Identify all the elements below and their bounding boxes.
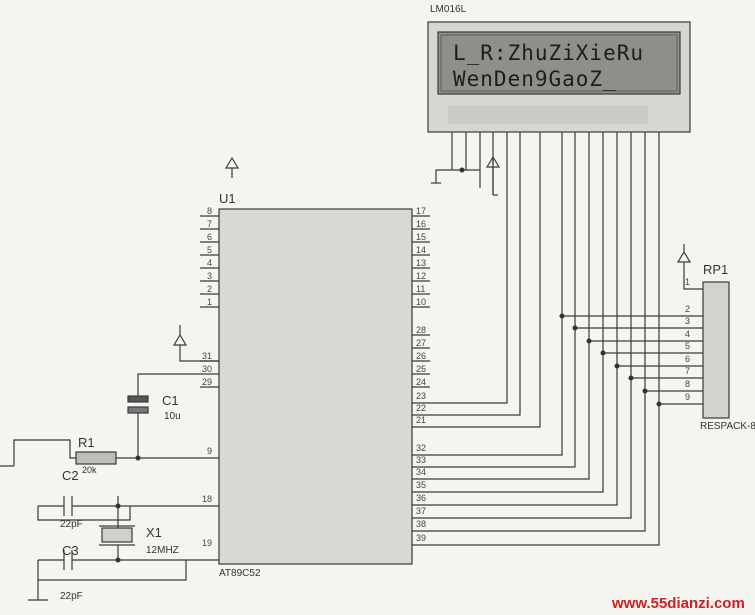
mcu-pin-number: 25 <box>416 364 426 374</box>
mcu-pin-number: 37 <box>416 506 426 516</box>
mcu-pin-number: 19 <box>202 538 212 548</box>
x1-ref: X1 <box>146 525 162 540</box>
mcu-pin-number: 15 <box>416 232 426 242</box>
junction-dots <box>115 167 662 563</box>
c1-plate-bottom <box>127 406 149 414</box>
c2-value: 22pF <box>60 519 83 530</box>
mcu-pin-number: 32 <box>416 443 426 453</box>
mcu-pin-number: 33 <box>416 455 426 465</box>
mcu-pin-number: 1 <box>207 297 212 307</box>
lcd-line-2: WenDen9GaoZ_ <box>453 67 617 91</box>
respack-pin-number: 3 <box>685 316 690 326</box>
respack-pin-number: 5 <box>685 341 690 351</box>
mcu-pin-number: 3 <box>207 271 212 281</box>
c2-ref: C2 <box>62 468 79 483</box>
mcu-pin-number: 28 <box>416 325 426 335</box>
mcu-pin-number: 2 <box>207 284 212 294</box>
mcu-pin-number: 13 <box>416 258 426 268</box>
watermark: www.55dianzi.com <box>611 595 745 612</box>
respack-pin-number: 6 <box>685 354 690 364</box>
c1-plate-top <box>127 395 149 403</box>
mcu-pin-number: 34 <box>416 467 426 477</box>
c3-ref: C3 <box>62 543 79 558</box>
mcu-pin-number: 5 <box>207 245 212 255</box>
respack-pin-number: 7 <box>685 366 690 376</box>
mcu-pin-number: 36 <box>416 493 426 503</box>
mcu-pin-number: 10 <box>416 297 426 307</box>
respack-pin-number: 4 <box>685 329 690 339</box>
mcu-pin-number: 31 <box>202 351 212 361</box>
lcd-part-label: LM016L <box>430 4 467 15</box>
c1-ref: C1 <box>162 393 179 408</box>
mcu-pin-number: 26 <box>416 351 426 361</box>
c1-value: 10u <box>164 411 181 422</box>
mcu-pin-number: 30 <box>202 364 212 374</box>
respack-pin-number: 9 <box>685 392 690 402</box>
crystal-body <box>101 527 133 543</box>
mcu-pin-number: 22 <box>416 403 426 413</box>
r1-ref: R1 <box>78 435 95 450</box>
mcu-pin-number: 11 <box>416 284 425 294</box>
lcd-pin-label-strip <box>448 106 648 124</box>
mcu-pin-number: 18 <box>202 494 212 504</box>
r1-value: 20k <box>82 465 97 475</box>
mcu-pin-number: 38 <box>416 519 426 529</box>
mcu-pin-number: 14 <box>416 245 426 255</box>
mcu-pin-number: 17 <box>416 206 426 216</box>
mcu-pin-number: 35 <box>416 480 426 490</box>
respack-pin-number: 1 <box>685 277 690 287</box>
mcu-part: AT89C52 <box>219 568 261 579</box>
respack-part: RESPACK-8 <box>700 421 755 432</box>
mcu-pin-number: 6 <box>207 232 212 242</box>
mcu-body <box>218 208 413 565</box>
x1-value: 12MHZ <box>146 545 179 556</box>
mcu-pin-number: 12 <box>416 271 426 281</box>
respack-body <box>702 281 730 419</box>
mcu-pin-number: 16 <box>416 219 426 229</box>
respack-pin-number: 8 <box>685 379 690 389</box>
respack-pin-number: 2 <box>685 304 690 314</box>
mcu-ref: U1 <box>219 191 236 206</box>
mcu-pin-number: 21 <box>416 415 426 425</box>
mcu-pin-number: 9 <box>207 446 212 456</box>
mcu-pin-number: 27 <box>416 338 426 348</box>
c3-value: 22pF <box>60 591 83 602</box>
mcu-pin-number: 8 <box>207 206 212 216</box>
mcu-pin-number: 7 <box>207 219 212 229</box>
lcd-line-1: L_R:ZhuZiXieRu <box>453 41 644 65</box>
r1-body <box>75 451 117 465</box>
lcd-screen <box>437 31 681 95</box>
respack-ref: RP1 <box>703 262 728 277</box>
mcu-pin-number: 23 <box>416 391 426 401</box>
mcu-pin-number: 4 <box>207 258 212 268</box>
mcu-pin-number: 39 <box>416 533 426 543</box>
mcu-pin-number: 24 <box>416 377 426 387</box>
mcu-pin-number: 29 <box>202 377 212 387</box>
